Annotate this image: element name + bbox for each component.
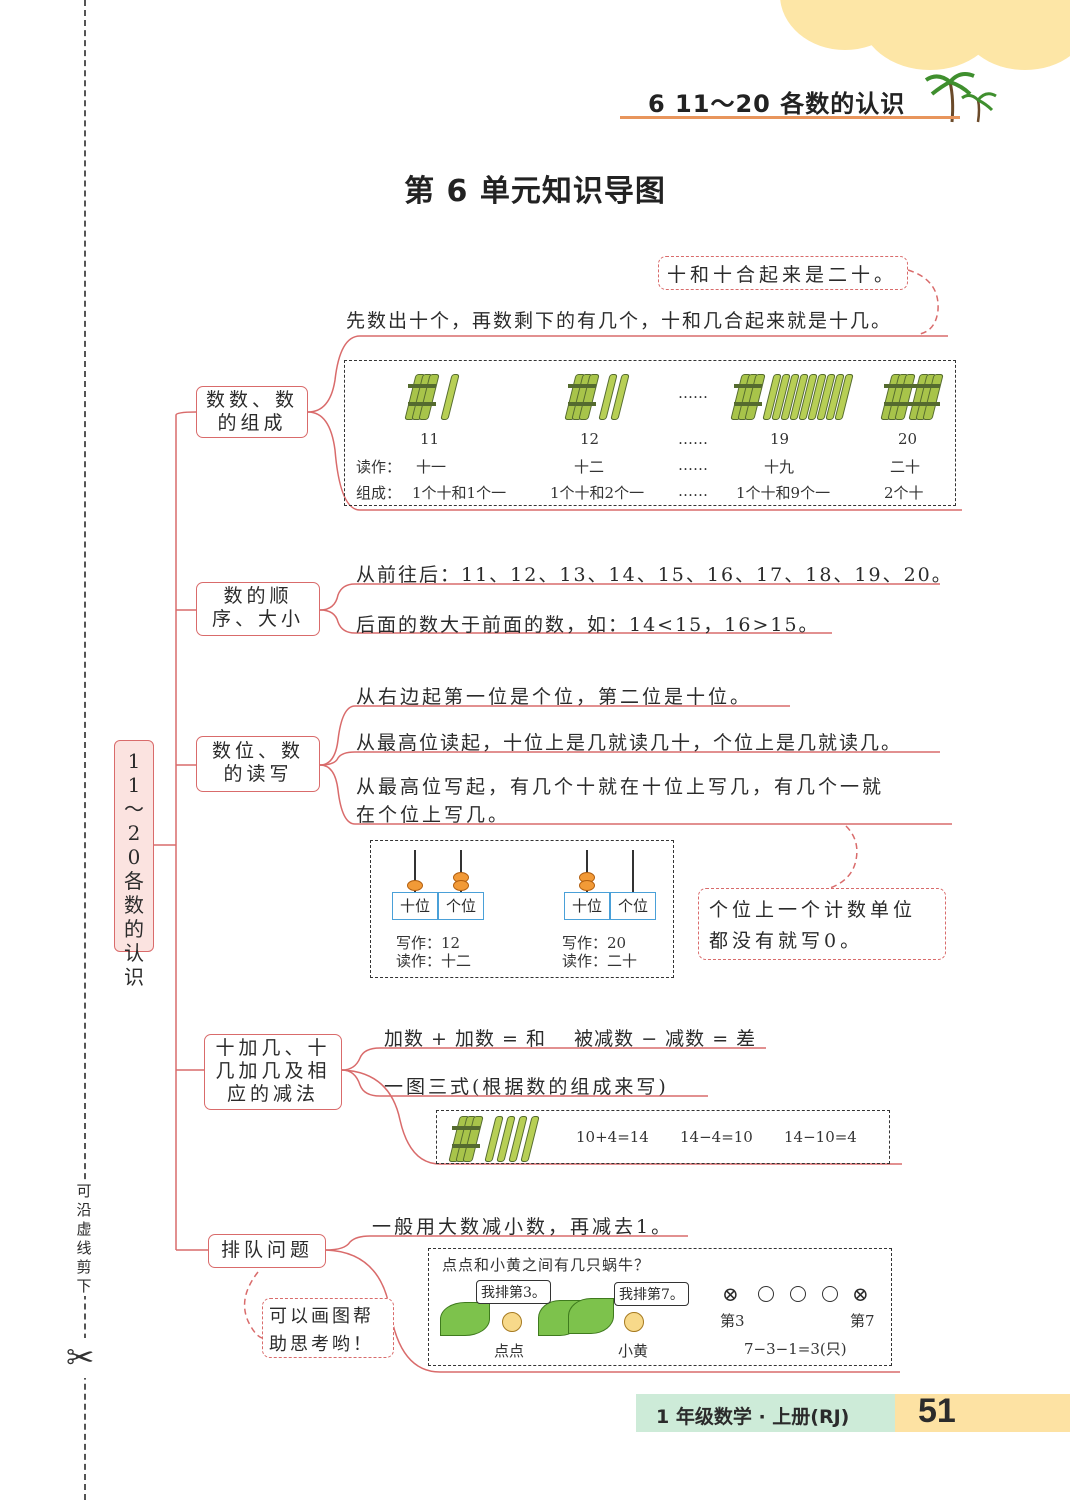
branch-node-queue-problem: 排队问题: [208, 1234, 326, 1268]
snail-icon: [502, 1312, 522, 1332]
bead: [579, 880, 595, 891]
page-number: 51: [918, 1392, 956, 1431]
branch-node-addition-subtraction: 十加几、十几加几及相应的减法: [204, 1034, 342, 1110]
ones-rod: [632, 850, 634, 892]
ones-place-cell: 个位: [610, 892, 656, 920]
example-read: 读作：十二: [396, 950, 471, 971]
stick-bundle-20: [884, 372, 944, 422]
position-label: 第3: [720, 1310, 745, 1331]
number-label: 20: [898, 430, 917, 448]
number-label: 12: [580, 430, 599, 448]
ellipsis: ……: [678, 384, 708, 402]
leaf-icon: [440, 1302, 490, 1336]
circle-icon: [758, 1286, 774, 1302]
read-value: 二十: [890, 456, 920, 477]
circle-icon: [790, 1286, 806, 1302]
leaf-icon: [568, 1298, 614, 1334]
branch-node-counting: 数数、数的组成: [196, 386, 308, 438]
read-value: ……: [678, 456, 708, 474]
equation: 10+4=14: [576, 1128, 649, 1146]
composition-value: 1个十和2个一: [550, 482, 644, 503]
tens-place-cell: 十位: [392, 892, 438, 920]
crossed-circle-icon: ⊗: [722, 1284, 739, 1304]
crossed-circle-icon: ⊗: [852, 1284, 869, 1304]
queue-rule: 一般用大数减小数，再减去1。: [372, 1212, 673, 1239]
ones-place-cell: 个位: [438, 892, 484, 920]
stick-bundle-12: [568, 372, 638, 422]
read-value: 十九: [764, 456, 794, 477]
note-zero-placeholder: 个位上一个计数单位 都没有就写0。: [698, 888, 946, 960]
speech-bubble: 我排第7。: [614, 1282, 689, 1306]
bead: [407, 880, 423, 891]
hint-draw-picture: 可以画图帮 助思考哟！: [262, 1298, 394, 1358]
example-read: 读作：二十: [562, 950, 637, 971]
branch-node-order: 数的顺序、大小: [196, 582, 320, 636]
bead: [453, 880, 469, 891]
number-compare: 后面的数大于前面的数，如：14<15，16>15。: [356, 610, 820, 637]
snail-icon: [624, 1312, 644, 1332]
composition-value: ……: [678, 482, 708, 500]
composition-value: 1个十和9个一: [736, 482, 830, 503]
note-ten-and-ten: 十和十合起来是二十。: [658, 256, 908, 290]
read-value: 十二: [574, 456, 604, 477]
composition-label: 组成：: [356, 482, 401, 503]
counting-rule: 先数出十个，再数剩下的有几个，十和几合起来就是十几。: [346, 306, 892, 333]
stick-bundle-11: [408, 372, 468, 422]
composition-value: 1个十和1个一: [412, 482, 506, 503]
equation: 14−4=10: [680, 1128, 753, 1146]
branch-node-place-value: 数位、数的读写: [196, 736, 320, 792]
stick-bundle-14: [452, 1114, 552, 1162]
circle-icon: [822, 1286, 838, 1302]
number-order: 从前往后：11、12、13、14、15、16、17、18、19、20。: [356, 560, 953, 587]
one-picture-three-equations: 一图三式(根据数的组成来写): [384, 1072, 669, 1099]
speech-bubble: 我排第3。: [476, 1280, 551, 1304]
formula-names: 加数 + 加数 = 和 被减数 − 减数 = 差: [384, 1024, 756, 1051]
place-value-rule-3b: 在个位上写几。: [356, 800, 510, 827]
number-label: 19: [770, 430, 789, 448]
tens-place-cell: 十位: [564, 892, 610, 920]
book-title: 1 年级数学 · 上册(RJ): [656, 1402, 849, 1429]
place-value-rule-3: 从最高位写起，有几个十就在十位上写几，有几个一就: [356, 772, 884, 799]
central-topic: 11～20各数的认识: [114, 740, 154, 952]
composition-value: 2个十: [884, 482, 924, 503]
place-value-rule-1: 从右边起第一位是个位，第二位是十位。: [356, 682, 752, 709]
snail-name: 点点: [494, 1340, 524, 1361]
place-value-rule-2: 从最高位读起，十位上是几就读几十，个位上是几就读几。: [356, 728, 902, 755]
stick-bundle-19: [734, 372, 854, 422]
queue-question: 点点和小黄之间有几只蜗牛？: [442, 1254, 650, 1275]
number-label: ……: [678, 430, 708, 448]
snail-name: 小黄: [618, 1340, 648, 1361]
number-label: 11: [420, 430, 439, 448]
read-label: 读作：: [356, 456, 401, 477]
equation: 14−10=4: [784, 1128, 857, 1146]
position-label: 第7: [850, 1310, 875, 1331]
read-value: 十一: [416, 456, 446, 477]
queue-calculation: 7−3−1=3(只): [744, 1338, 847, 1359]
